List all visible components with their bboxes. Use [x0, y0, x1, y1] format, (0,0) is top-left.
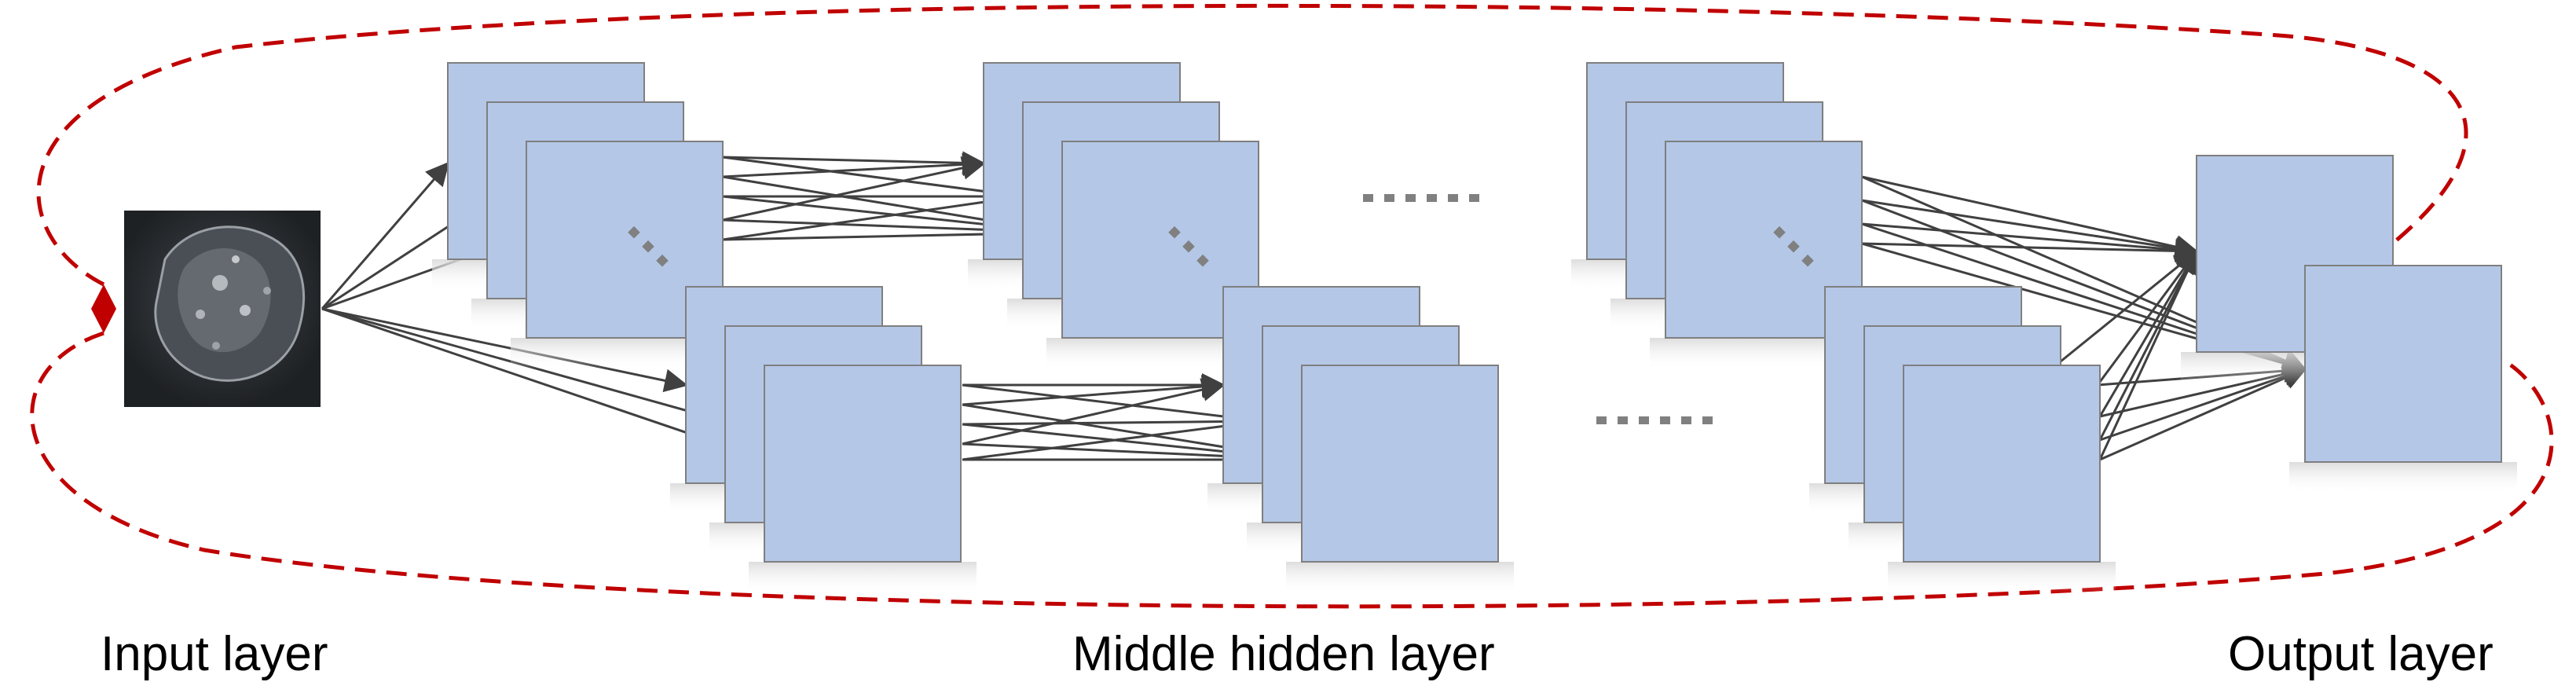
input-image-icon — [124, 211, 321, 407]
arrow-icon — [2060, 250, 2199, 363]
arrow-icon — [2099, 367, 2307, 461]
ellipsis-dot — [642, 240, 654, 253]
arrow-icon — [962, 378, 1226, 446]
ellipsis-dot — [1596, 416, 1607, 424]
arrow-icon — [722, 156, 986, 222]
ellipsis-dot — [1168, 226, 1181, 239]
arrow-icon — [962, 383, 1265, 431]
arrow-icon — [1861, 175, 2199, 258]
arrow-icon — [321, 307, 688, 393]
feature-map-icon — [2304, 265, 2502, 463]
ellipsis-dot — [1196, 254, 1209, 267]
feature-map-icon — [764, 365, 962, 563]
arrow-icon — [722, 152, 986, 178]
arrow-icon — [1861, 239, 2199, 263]
feature-map-shadow — [2289, 462, 2517, 493]
ellipsis-dot — [1448, 194, 1458, 202]
feature-map-shadow — [749, 562, 977, 593]
ellipsis-dot — [1702, 416, 1713, 424]
arrow-icon — [2098, 249, 2198, 417]
feature-map-icon — [1301, 365, 1499, 563]
stack-l1-bottom — [670, 286, 977, 593]
stack-l2-bottom — [1207, 286, 1514, 593]
ellipsis-dot — [1405, 194, 1416, 202]
ellipsis-dot — [1182, 240, 1195, 253]
ellipsis-dot — [1681, 416, 1691, 424]
arrow-icon — [1861, 222, 2199, 262]
feedback-loop-icon — [30, 3, 2554, 609]
arrow-icon — [962, 409, 1265, 434]
ellipsis-dot — [1618, 416, 1628, 424]
arrow-icon — [722, 151, 986, 175]
ellipsis-dot — [1363, 194, 1373, 202]
ellipsis-dot — [1384, 194, 1394, 202]
arrow-icon — [962, 375, 1226, 406]
ellipsis-dot — [1427, 194, 1437, 202]
ellipsis-dots-group — [628, 194, 1814, 424]
arrow-icon — [2098, 249, 2199, 460]
ellipsis-dot — [1660, 416, 1670, 424]
feedback-loop-bottom — [30, 331, 2554, 609]
arrow-icon — [2098, 249, 2198, 441]
feature-map-icon — [1903, 365, 2101, 563]
connection-arrows — [321, 151, 2307, 471]
feature-map-shadow — [1286, 562, 1514, 593]
ellipsis-dot — [656, 254, 669, 267]
ellipsis-dot — [1639, 416, 1649, 424]
middle-hidden-layer-label: Middle hidden layer — [1072, 627, 1495, 681]
output-layer-label: Output layer — [2228, 627, 2494, 681]
stack-l3-bottom — [1809, 286, 2116, 593]
loop-start-marker — [91, 284, 116, 333]
stack-l1-top — [432, 62, 738, 369]
ellipsis-dot — [1469, 194, 1479, 202]
feedback-loop-top — [36, 3, 2468, 287]
arrow-icon — [722, 156, 1025, 206]
feature-map-shadow — [1888, 562, 2116, 593]
arrow-icon — [321, 161, 449, 310]
arrow-icon — [1861, 199, 2199, 260]
feature-maps — [432, 62, 2517, 593]
ellipsis-dot — [628, 226, 640, 239]
stack-output — [2181, 155, 2517, 493]
stack-l2-top — [968, 62, 1274, 369]
arrow-icon — [722, 188, 1025, 241]
input-layer-label: Input layer — [101, 627, 328, 681]
